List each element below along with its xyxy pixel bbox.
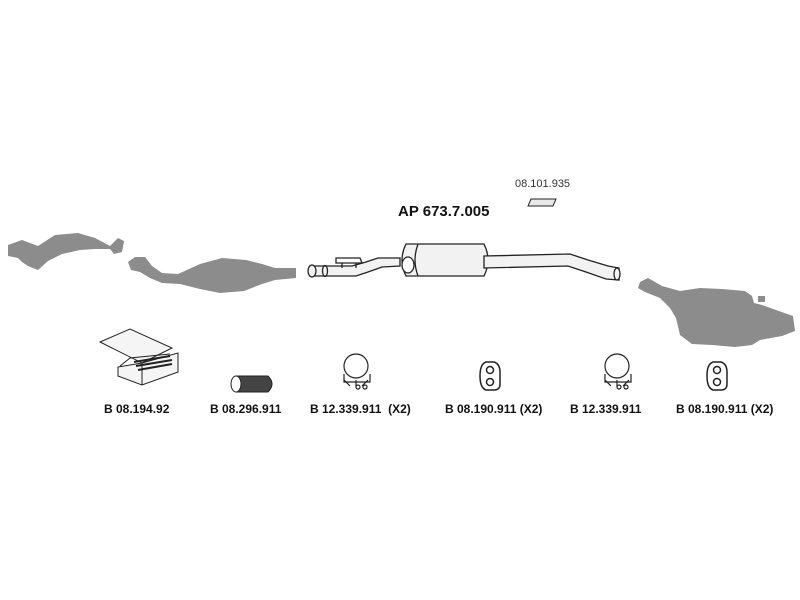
- part-code: B 08.190.911: [445, 402, 517, 416]
- kit-box-icon: [98, 328, 179, 386]
- part-label-mount-2: B 08.190.911 (X2): [676, 402, 773, 416]
- part-qty: (X2): [519, 402, 543, 416]
- part-code: B 08.190.911: [676, 402, 748, 416]
- part-qty: (X2): [750, 402, 774, 416]
- exhaust-manifold: [8, 233, 124, 270]
- clamp-icon: [343, 353, 371, 390]
- part-code: B 12.339.911: [310, 402, 382, 416]
- center-silencer-assembly: [307, 243, 621, 281]
- clamp-icon: [604, 353, 632, 390]
- part-label-connector: B 08.296.911: [210, 402, 281, 416]
- accessory-plate-icon: [527, 198, 557, 207]
- part-code: B 08.194.92: [104, 402, 170, 416]
- assembly-code-label: AP 673.7.005: [398, 203, 490, 220]
- rear-muffler: [638, 278, 795, 347]
- rubber-mount-icon: [706, 361, 728, 391]
- pipe-connector-icon: [230, 375, 273, 393]
- catalytic-converter: [128, 257, 296, 293]
- rubber-mount-icon: [479, 361, 501, 391]
- part-label-mount-1: B 08.190.911 (X2): [445, 402, 542, 416]
- part-label-clamp-2: B 12.339.911: [570, 402, 641, 416]
- part-label-clamp-1: B 12.339.911 (X2): [310, 402, 411, 416]
- part-qty: (X2): [388, 402, 411, 416]
- accessory-code-label: 08.101.935: [515, 178, 571, 190]
- middle-silencer: [401, 243, 489, 277]
- part-code: B 08.296.911: [210, 402, 282, 416]
- muffler-hanger: [758, 296, 765, 302]
- part-code: B 12.339.911: [570, 402, 642, 416]
- part-label-kit: B 08.194.92: [104, 402, 169, 416]
- tail-pipe: [483, 253, 620, 281]
